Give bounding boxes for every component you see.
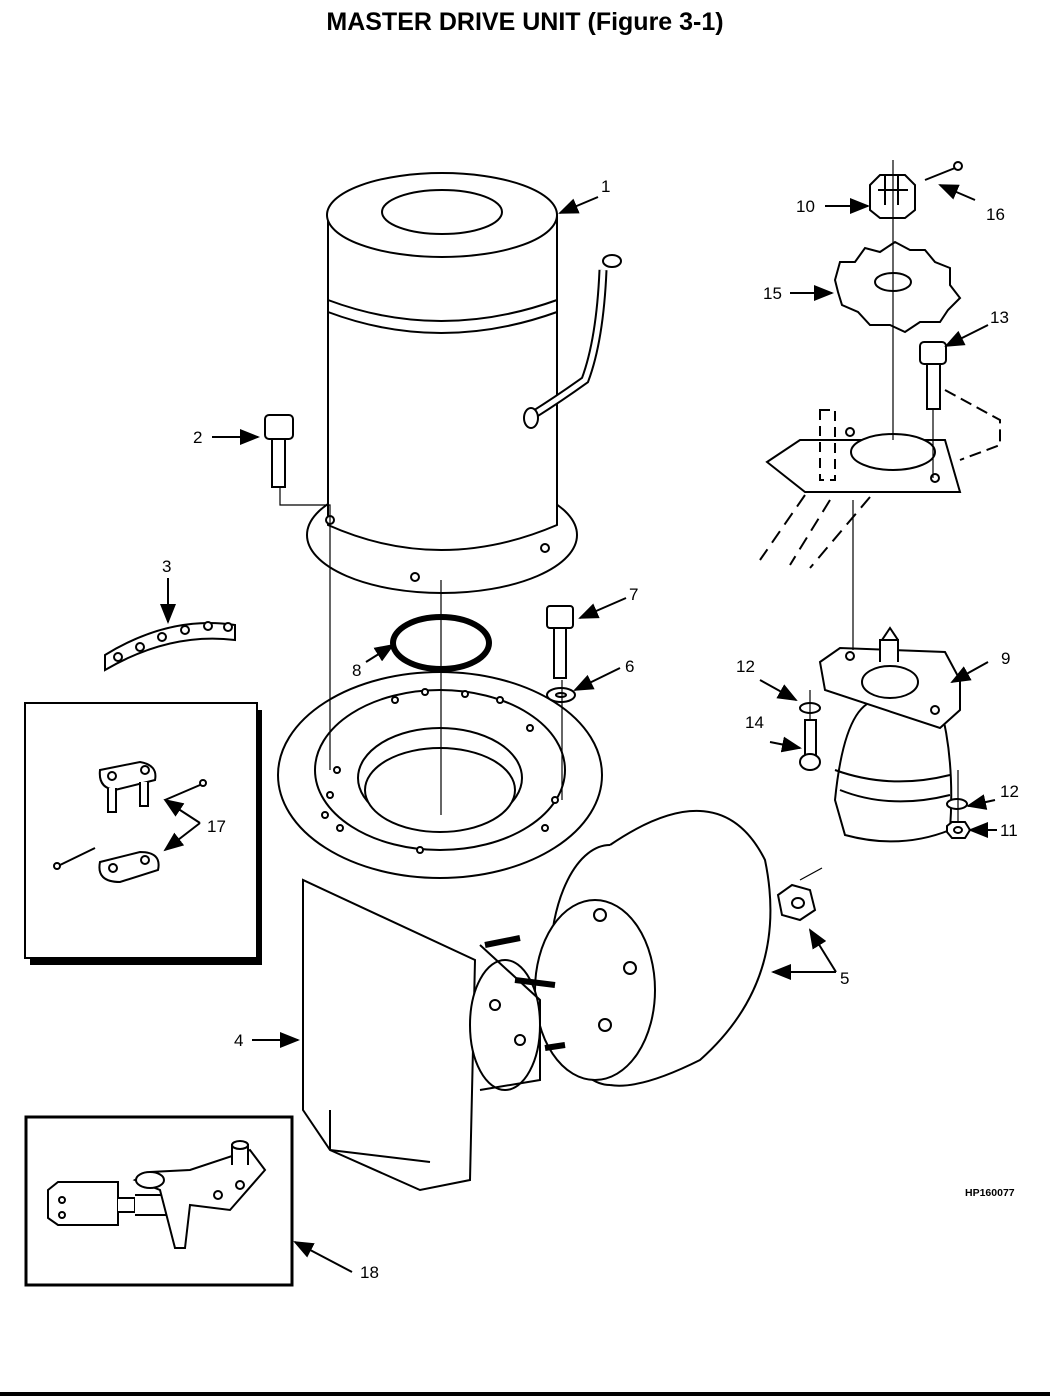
cotter-pin xyxy=(924,161,963,181)
drive-sprocket xyxy=(833,240,962,334)
nut-11 xyxy=(946,821,972,839)
callout-16: 16 xyxy=(986,205,1005,224)
callout-3: 3 xyxy=(162,557,171,576)
bolt-2 xyxy=(264,414,294,488)
gear-housing xyxy=(277,671,772,1192)
figure-title: MASTER DRIVE UNIT (Figure 3-1) xyxy=(326,8,724,36)
leader-lines xyxy=(160,184,997,1273)
callout-14: 14 xyxy=(745,713,764,732)
nut-5 xyxy=(776,883,817,922)
bolt-13 xyxy=(919,341,947,410)
bolt-14 xyxy=(799,719,821,771)
callout-13: 13 xyxy=(990,308,1009,327)
drawing-code: HP160077 xyxy=(965,1187,1015,1199)
callout-labels: 1 2 3 4 5 6 7 8 9 10 11 12 12 13 14 15 1… xyxy=(162,177,1019,1282)
callout-15: 15 xyxy=(763,284,782,303)
callout-8: 8 xyxy=(352,661,361,680)
washer-12-right xyxy=(946,798,968,810)
callout-9: 9 xyxy=(1001,649,1010,668)
callout-6: 6 xyxy=(625,657,634,676)
mounting-bracket xyxy=(759,389,1001,569)
callout-4: 4 xyxy=(234,1031,243,1050)
bolt-7 xyxy=(546,605,574,679)
inset-master-link xyxy=(24,702,262,965)
inset-switch-assembly xyxy=(24,1115,294,1287)
drive-motor xyxy=(306,172,622,594)
callout-1: 1 xyxy=(601,177,610,196)
callout-10: 10 xyxy=(796,197,815,216)
callout-18: 18 xyxy=(360,1263,379,1282)
callout-12b: 12 xyxy=(1000,782,1019,801)
callout-11: 11 xyxy=(1000,821,1018,840)
callout-12a: 12 xyxy=(736,657,755,676)
bottom-rule xyxy=(0,1392,1050,1396)
bearing-assembly xyxy=(818,626,961,843)
washer-6 xyxy=(546,687,576,703)
callout-5: 5 xyxy=(840,969,849,988)
callout-7: 7 xyxy=(629,585,638,604)
callout-17: 17 xyxy=(207,817,226,836)
roller-chain xyxy=(104,621,236,672)
center-lines xyxy=(279,160,959,881)
callout-2: 2 xyxy=(193,428,202,447)
